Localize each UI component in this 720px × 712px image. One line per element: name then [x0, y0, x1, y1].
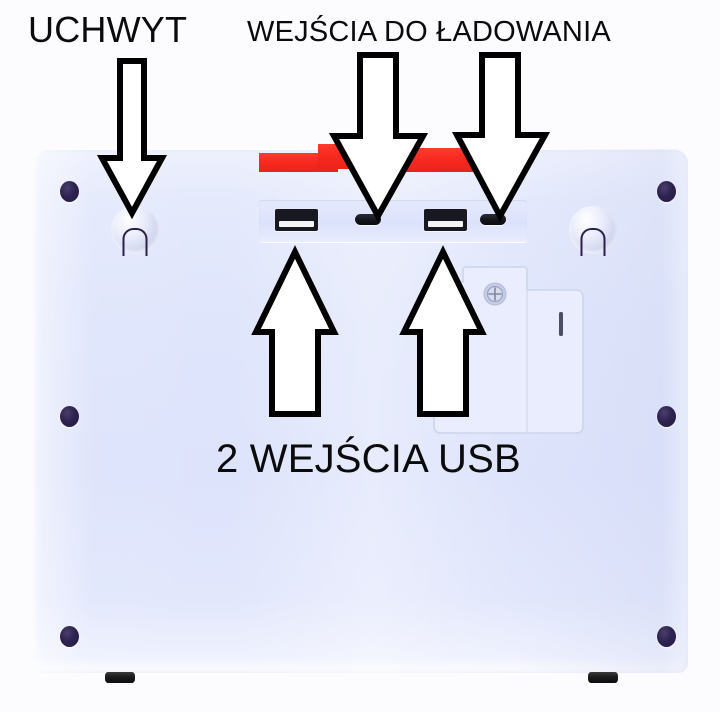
keyhole-slot-icon: [122, 228, 148, 256]
annotation-label-charging-inputs: WEJŚCIA DO ŁADOWANIA: [247, 16, 611, 48]
usb-a-port-1: [275, 209, 318, 231]
screw-hole: [657, 406, 676, 427]
usb-a-tongue: [279, 221, 314, 227]
annotation-label-usb-ports: 2 WEJŚCIA USB: [216, 437, 521, 481]
rubber-foot-right: [588, 672, 618, 683]
red-accent-strip-segment: [318, 144, 414, 169]
screw-hole: [60, 181, 79, 202]
rubber-foot-left: [105, 672, 135, 683]
usb-a-port-2: [424, 209, 467, 231]
micro-usb-port-1: [355, 214, 381, 225]
screw-hole: [657, 626, 676, 647]
keyhole-mount-right: [569, 206, 617, 256]
micro-usb-port-2: [480, 214, 506, 225]
keyhole-slot-icon: [580, 228, 606, 256]
screw-hole: [60, 406, 79, 427]
annotation-label-handle: UCHWYT: [28, 9, 188, 50]
red-accent-strip-segment: [404, 148, 474, 172]
screw-hole: [657, 181, 676, 202]
keyhole-mount-left: [111, 206, 159, 256]
screw-hole: [60, 626, 79, 647]
usb-a-tongue: [428, 221, 463, 227]
